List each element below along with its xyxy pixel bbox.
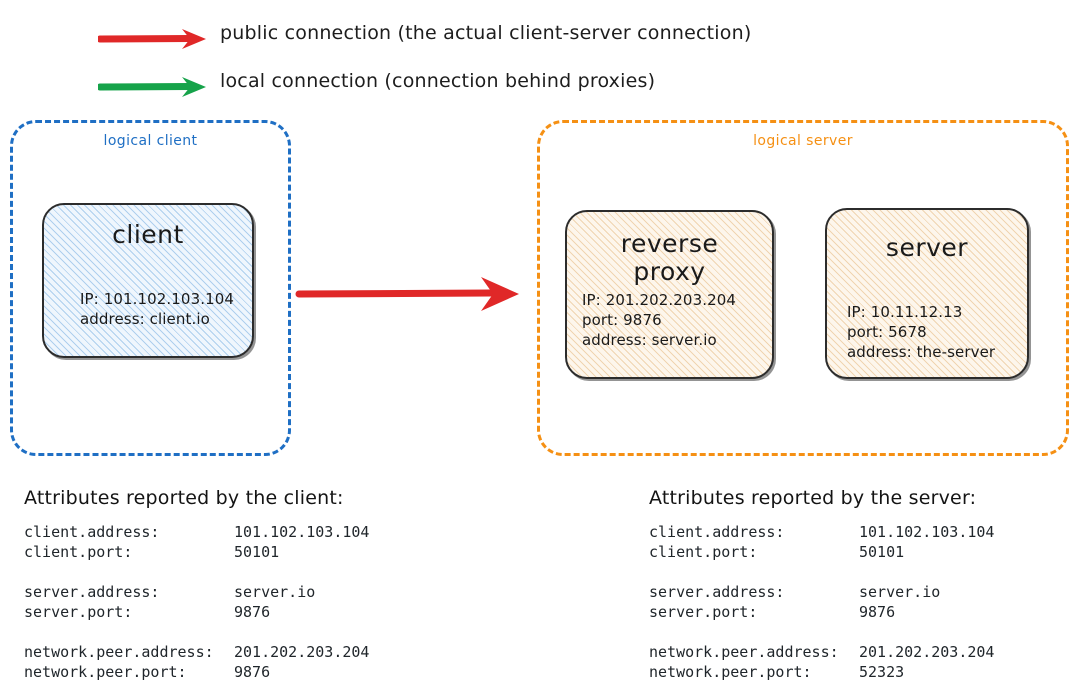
node-server-properties: IP: 10.11.12.13 port: 5678 address: the-… (847, 303, 996, 362)
main-public-connection-arrow-icon (295, 277, 519, 311)
attribute-value (234, 622, 369, 642)
attribute-value: 201.202.203.204 (234, 643, 370, 661)
attribute-value: 50101 (859, 543, 905, 561)
legend-label-local-connection: local connection (connection behind prox… (220, 70, 656, 92)
attribute-key: network.peer.port: (649, 663, 812, 681)
attribute-row: client.port: 50101 (24, 542, 369, 562)
attribute-key: server.port: (24, 603, 133, 621)
attribute-value: server.io (234, 583, 316, 601)
attribute-row: server.port: 9876 (24, 602, 369, 622)
logical-client-group: logical client (10, 120, 291, 456)
attribute-row: network.peer.address: 201.202.203.204 (649, 642, 994, 662)
attribute-row-spacer (24, 622, 369, 642)
attribute-value (234, 562, 369, 582)
attribute-key: network.peer.address: (649, 643, 839, 661)
attribute-value: 101.102.103.104 (859, 523, 995, 541)
node-server: server IP: 10.11.12.13 port: 5678 addres… (825, 208, 1029, 379)
node-client-title: client (112, 220, 184, 249)
attribute-value: 101.102.103.104 (234, 523, 370, 541)
attribute-key: network.peer.address: (24, 643, 214, 661)
attribute-value: 52323 (859, 663, 905, 681)
attribute-row: client.port: 50101 (649, 542, 994, 562)
client-attributes-heading: Attributes reported by the client: (24, 487, 344, 509)
legend-label-public-connection: public connection (the actual client-ser… (220, 22, 752, 44)
node-reverse-proxy-inner: reverse proxy IP: 201.202.203.204 port: … (567, 212, 772, 377)
attribute-row-spacer (649, 622, 994, 642)
attribute-value: 201.202.203.204 (859, 643, 995, 661)
attribute-key: server.address: (649, 583, 785, 601)
attribute-key (24, 562, 234, 582)
attribute-row-spacer (649, 562, 994, 582)
attribute-row: server.address: server.io (24, 582, 369, 602)
logical-server-caption: logical server (753, 133, 853, 149)
attribute-row: server.address: server.io (649, 582, 994, 602)
attribute-row: network.peer.port: 52323 (649, 662, 994, 682)
attribute-row: client.address: 101.102.103.104 (24, 522, 369, 542)
attribute-key (24, 622, 234, 642)
attribute-key: client.port: (24, 543, 133, 561)
client-attributes-block: Attributes reported by the client: clien… (24, 487, 369, 682)
attribute-row-spacer (24, 562, 369, 582)
attribute-value: 9876 (859, 603, 896, 621)
attribute-key: server.address: (24, 583, 160, 601)
logical-server-group: logical server (537, 120, 1069, 456)
node-server-title: server (885, 233, 969, 262)
node-reverse-proxy-properties: IP: 201.202.203.204 port: 9876 address: … (582, 291, 737, 350)
attribute-row: network.peer.address: 201.202.203.204 (24, 642, 369, 662)
server-attributes-block: Attributes reported by the server: clien… (649, 487, 994, 682)
node-server-inner: server IP: 10.11.12.13 port: 5678 addres… (827, 210, 1027, 377)
logical-client-caption: logical client (103, 133, 198, 149)
node-client: client IP: 101.102.103.104 address: clie… (42, 203, 254, 358)
green-arrow-icon (98, 77, 206, 97)
attribute-key: client.port: (649, 543, 758, 561)
attribute-key: server.port: (649, 603, 758, 621)
attribute-row: network.peer.port: 9876 (24, 662, 369, 682)
attribute-value: server.io (859, 583, 941, 601)
attribute-key: client.address: (24, 523, 160, 541)
attribute-value: 9876 (234, 603, 271, 621)
node-client-inner: client IP: 101.102.103.104 address: clie… (44, 205, 252, 356)
attribute-key (649, 562, 859, 582)
attribute-row: server.port: 9876 (649, 602, 994, 622)
attribute-key (649, 622, 859, 642)
server-attributes-heading: Attributes reported by the server: (649, 487, 977, 509)
node-client-properties: IP: 101.102.103.104 address: client.io (80, 290, 235, 329)
attribute-row: client.address: 101.102.103.104 (649, 522, 994, 542)
attribute-value (859, 622, 994, 642)
attribute-key: network.peer.port: (24, 663, 187, 681)
node-reverse-proxy: reverse proxy IP: 201.202.203.204 port: … (565, 210, 774, 379)
attribute-key: client.address: (649, 523, 785, 541)
attribute-value (859, 562, 994, 582)
node-reverse-proxy-title: reverse proxy (620, 229, 719, 286)
attribute-value: 50101 (234, 543, 280, 561)
red-arrow-icon (98, 29, 206, 49)
attribute-value: 9876 (234, 663, 271, 681)
